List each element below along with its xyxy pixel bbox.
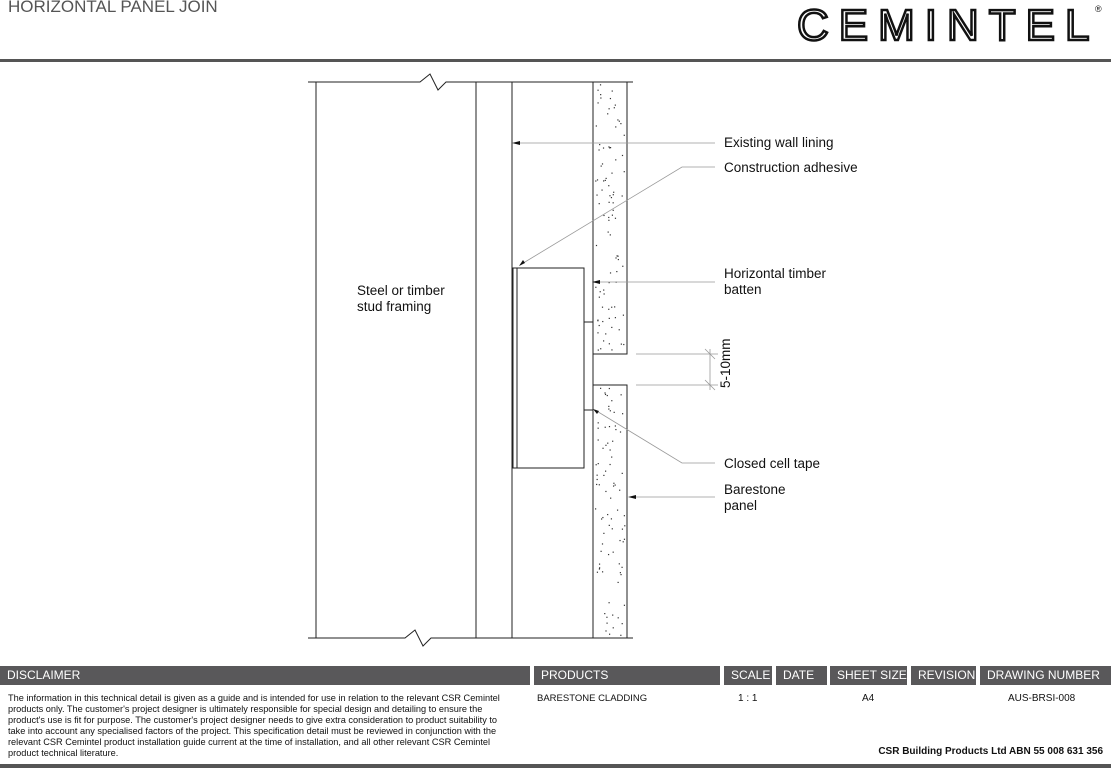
- drawing-title: HORIZONTAL PANEL JOIN: [8, 0, 218, 16]
- break-line-bottom: [308, 629, 633, 647]
- disclaimer-text: The information in this technical detail…: [8, 693, 500, 758]
- header-divider: [0, 59, 1111, 62]
- label-closed-cell-tape: Closed cell tape: [724, 456, 821, 471]
- gap-dimension: 5-10mm: [718, 338, 733, 388]
- timber-batten: [512, 267, 585, 469]
- leader-lines: [514, 142, 718, 498]
- scale-value: 1 : 1: [738, 693, 758, 704]
- scale-header: SCALE: [724, 666, 772, 685]
- revision-header: REVISION: [911, 666, 976, 685]
- sheet-size-value: A4: [862, 693, 875, 704]
- products-header: PRODUCTS: [534, 666, 720, 685]
- label-construction-adhesive: Construction adhesive: [724, 160, 858, 175]
- tape-strip: [583, 321, 594, 411]
- label-existing-wall-lining: Existing wall lining: [724, 135, 834, 150]
- sheet-size-header: SHEET SIZE: [830, 666, 907, 685]
- panel-lower: [592, 384, 628, 638]
- panel-upper: [592, 82, 628, 355]
- drawing-number-value: AUS-BRSI-008: [1008, 693, 1076, 704]
- section-drawing: 5-10mm: [308, 73, 733, 647]
- cemintel-logo: CEMINTEL ®: [797, 0, 1102, 50]
- panel-texture: [595, 84, 626, 636]
- drawing-number-header: DRAWING NUMBER: [980, 666, 1111, 685]
- footer-divider: [0, 764, 1111, 768]
- break-line-top: [308, 73, 633, 91]
- products-value: BARESTONE CLADDING: [537, 693, 648, 704]
- disclaimer-header: DISCLAIMER: [0, 666, 530, 685]
- date-header: DATE: [776, 666, 827, 685]
- registered-mark: ®: [1095, 4, 1102, 14]
- logo-text: CEMINTEL: [797, 1, 1099, 50]
- company-abn: CSR Building Products Ltd ABN 55 008 631…: [878, 746, 1103, 757]
